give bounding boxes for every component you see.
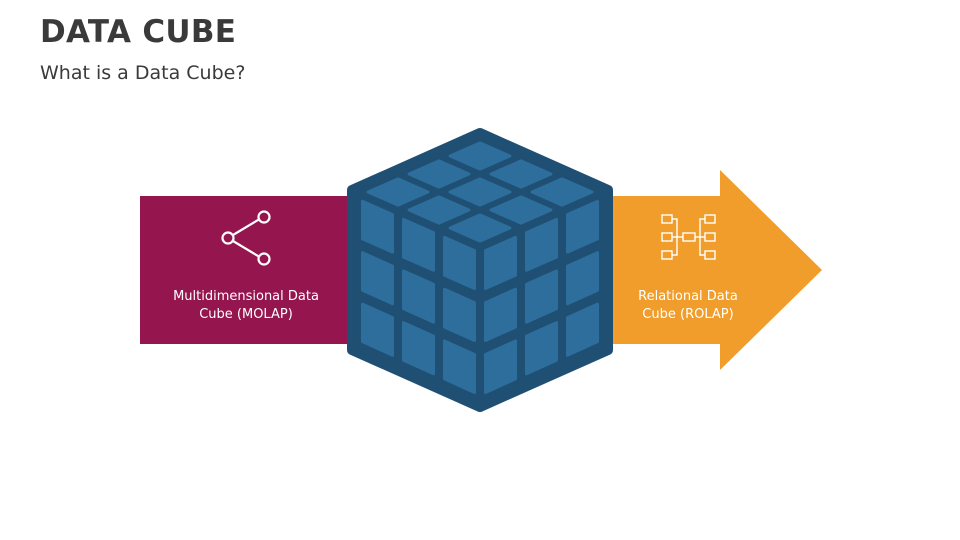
molap-label-line2: Cube (MOLAP) xyxy=(199,307,293,322)
cube-cell-right xyxy=(484,339,517,394)
cube-cell-right xyxy=(484,287,517,342)
cube-cell-top xyxy=(448,141,512,171)
cube-cell-top xyxy=(489,159,553,189)
rolap-label-line1: Relational Data xyxy=(638,289,738,304)
cube-cell-right xyxy=(525,217,558,272)
data-cube-icon xyxy=(347,128,613,412)
cube-cell-top xyxy=(489,195,553,225)
hierarchy-tree-icon xyxy=(661,214,716,260)
cube-cell-left xyxy=(361,251,394,306)
cube-cell-top xyxy=(448,213,512,243)
cube-cell-right xyxy=(566,199,599,254)
rolap-label-line2: Cube (ROLAP) xyxy=(642,307,733,322)
cube-cell-top xyxy=(407,195,471,225)
share-nodes-icon xyxy=(221,210,271,266)
cube-cell-right xyxy=(525,321,558,376)
cube-cell-top xyxy=(366,177,430,207)
cube-cell-right xyxy=(484,235,517,290)
cube-cell-right xyxy=(525,269,558,324)
cube-cell-left xyxy=(443,235,476,290)
cube-cell-left xyxy=(402,321,435,376)
cube-cell-right xyxy=(566,302,599,357)
slide-subtitle: What is a Data Cube? xyxy=(40,62,246,84)
cube-cell-right xyxy=(566,251,599,306)
cube-cell-left xyxy=(361,199,394,254)
cube-cell-top xyxy=(448,177,512,207)
cube-cell-top xyxy=(407,159,471,189)
cube-cell-left xyxy=(402,269,435,324)
cube-cell-left xyxy=(361,302,394,357)
cube-cell-left xyxy=(443,339,476,394)
cube-cell-top xyxy=(530,177,594,207)
rolap-arrow xyxy=(580,170,822,370)
slide-title: DATA CUBE xyxy=(40,14,237,50)
cube-cell-left xyxy=(443,287,476,342)
molap-label-line1: Multidimensional Data xyxy=(173,289,319,304)
cube-cell-left xyxy=(402,217,435,272)
